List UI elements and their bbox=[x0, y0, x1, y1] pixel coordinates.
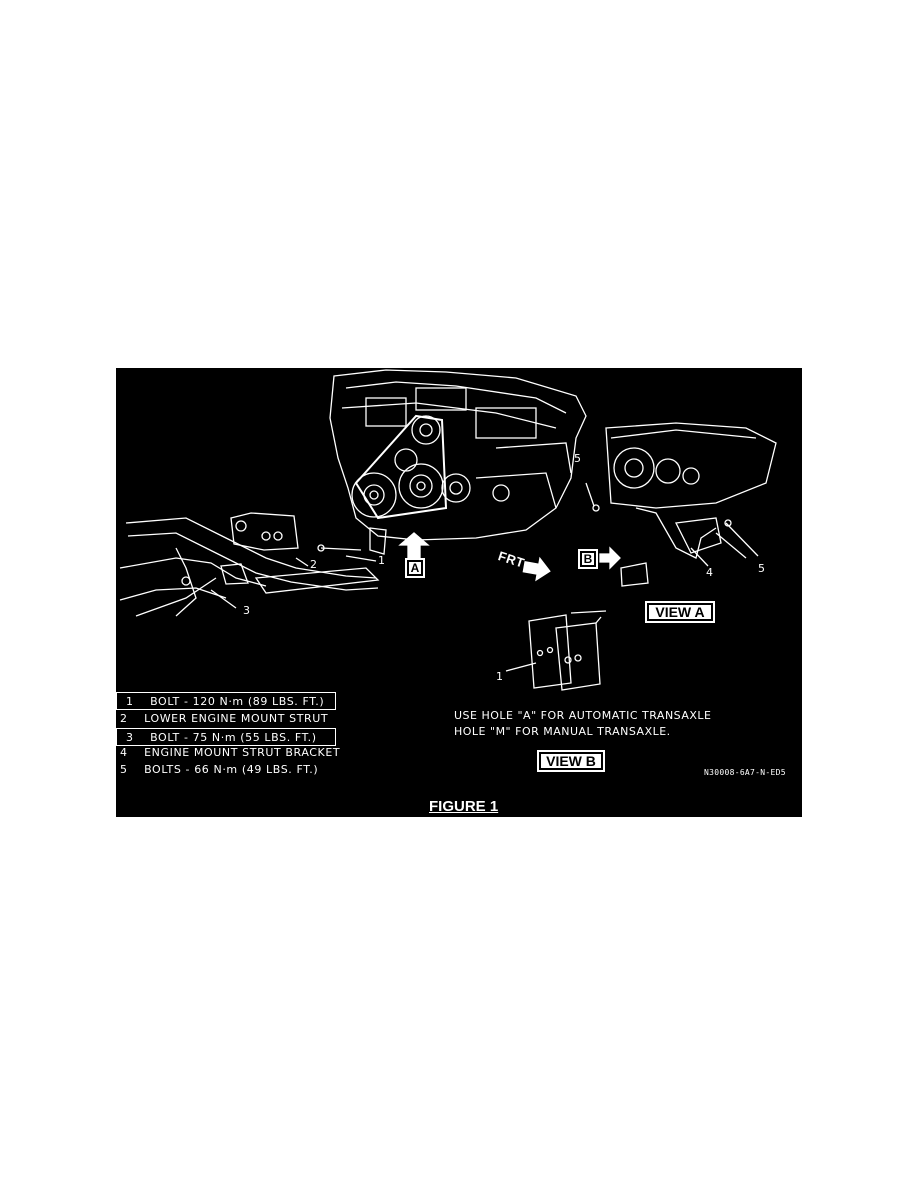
legend-row-4: 4 ENGINE MOUNT STRUT BRACKET bbox=[116, 744, 340, 762]
legend-row-1: 1 BOLT - 120 N·m (89 LBS. FT.) bbox=[116, 692, 336, 710]
view-b-label: VIEW B bbox=[537, 750, 605, 772]
legend-num: 3 bbox=[126, 731, 134, 744]
drawing-code: N30008-6A7-N-ED5 bbox=[704, 768, 786, 777]
view-a-label: VIEW A bbox=[645, 601, 715, 623]
legend-row-2: 2 LOWER ENGINE MOUNT STRUT bbox=[116, 710, 328, 728]
callout-1: 1 bbox=[378, 554, 385, 567]
legend-text: LOWER ENGINE MOUNT STRUT bbox=[144, 712, 329, 725]
legend-num: 5 bbox=[120, 763, 128, 776]
arrow-a-label: A bbox=[405, 558, 425, 578]
callout-5-bottom: 5 bbox=[758, 562, 765, 575]
legend-text: BOLT - 75 N·m (55 LBS. FT.) bbox=[150, 731, 317, 744]
note-line-2: HOLE "M" FOR MANUAL TRANSAXLE. bbox=[454, 725, 671, 738]
legend-text: BOLTS - 66 N·m (49 LBS. FT.) bbox=[144, 763, 319, 776]
engine-mount-illustration bbox=[119, 369, 777, 691]
callout-2: 2 bbox=[310, 558, 317, 571]
callout-3: 3 bbox=[243, 604, 250, 617]
legend-row-5: 5 BOLTS - 66 N·m (49 LBS. FT.) bbox=[116, 761, 318, 779]
callout-4: 4 bbox=[706, 566, 713, 579]
arrow-b-label: B bbox=[578, 549, 598, 569]
figure-panel: A B FRT 1 2 3 4 5 5 1 VIEW A VIEW B USE … bbox=[116, 368, 802, 817]
figure-caption: FIGURE 1 bbox=[429, 798, 499, 815]
legend-row-3: 3 BOLT - 75 N·m (55 LBS. FT.) bbox=[116, 728, 336, 746]
legend-text: BOLT - 120 N·m (89 LBS. FT.) bbox=[150, 695, 325, 708]
callout-5-top: 5 bbox=[574, 452, 581, 465]
legend-num: 2 bbox=[120, 712, 128, 725]
legend-text: ENGINE MOUNT STRUT BRACKET bbox=[144, 746, 341, 759]
callout-1-view-b: 1 bbox=[496, 670, 503, 683]
legend-num: 4 bbox=[120, 746, 128, 759]
note-line-1: USE HOLE "A" FOR AUTOMATIC TRANSAXLE bbox=[454, 709, 712, 722]
legend-num: 1 bbox=[126, 695, 134, 708]
